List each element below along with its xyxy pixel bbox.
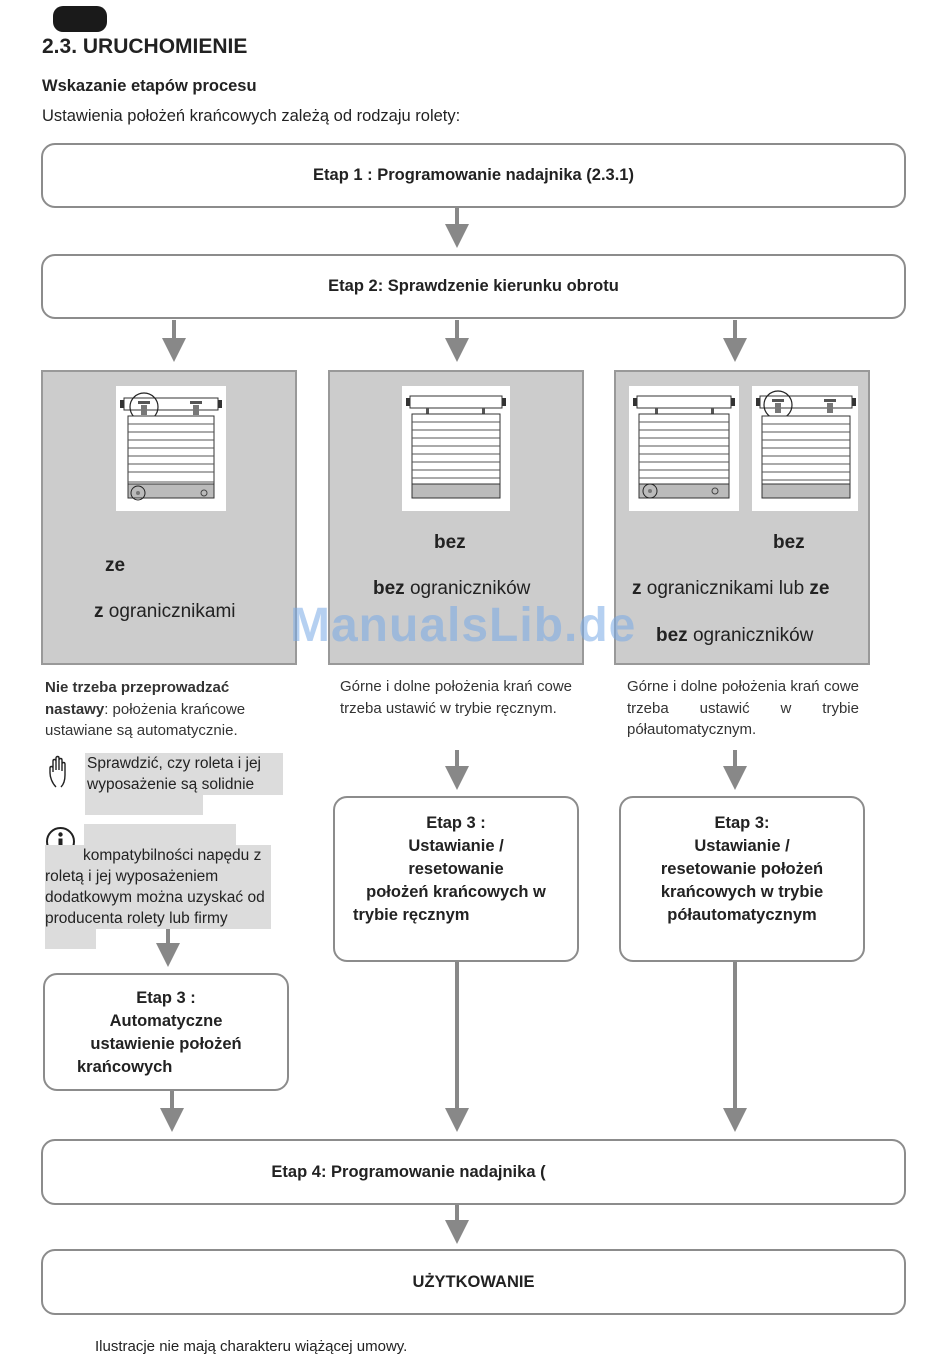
header-tab bbox=[53, 6, 107, 32]
roller-shutter-illustration bbox=[752, 386, 858, 511]
stage3-manual-line: położeń krańcowych w bbox=[366, 883, 546, 901]
stage3-auto-box: Etap 3 : Automatyczne ustawienie położeń… bbox=[43, 973, 289, 1091]
footer-note: Ilustracje nie mają charakteru wiążącej … bbox=[95, 1338, 408, 1355]
roller-shutter-illustration bbox=[402, 386, 510, 511]
stage3-auto-line: krańcowych bbox=[77, 1058, 173, 1076]
stage3-semiauto-line: krańcowych w trybie bbox=[660, 883, 824, 901]
stage3-auto-line: Automatyczne bbox=[109, 1012, 223, 1030]
panel-with-stops: ze z ogranicznikami bbox=[41, 370, 297, 665]
roller-shutter-illustration bbox=[116, 386, 226, 511]
stage3-manual-line: trybie ręcznym bbox=[353, 906, 470, 924]
watermark: ManualsLib.de bbox=[290, 599, 637, 652]
roller-shutter-illustration bbox=[629, 386, 739, 511]
hand-icon bbox=[47, 755, 77, 789]
highlight-bar bbox=[85, 795, 203, 815]
col3-description: Górne i dolne położenia krań cowe trzeba… bbox=[627, 678, 859, 738]
page-title: 2.3. URUCHOMIENIE bbox=[42, 35, 248, 58]
col3-label-line1: bez bbox=[773, 532, 805, 553]
col1-label-line2: z ogranicznikami bbox=[94, 601, 236, 622]
stage3-semiauto-line: Ustawianie / bbox=[694, 837, 790, 855]
stage2-box: Etap 2: Sprawdzenie kierunku obrotu bbox=[41, 254, 906, 319]
intro-text: Ustawienia położeń krańcowych zależą od … bbox=[42, 107, 461, 125]
col2-label-line1: bez bbox=[434, 532, 466, 553]
col2-description: Górne i dolne położenia krań cowe trzeba… bbox=[340, 678, 572, 717]
col1-label-line1: ze bbox=[105, 555, 126, 576]
stage3-manual-box: Etap 3 : Ustawianie / resetowanie położe… bbox=[333, 796, 579, 962]
stage3-semiauto-line: półautomatycznym bbox=[667, 906, 817, 924]
panel-semi-auto: bez z ogranicznikami lub ze bez ogranicz… bbox=[614, 370, 870, 665]
stage3-auto-line: ustawienie położeń bbox=[90, 1035, 242, 1053]
stage4-box: Etap 4: Programowanie nadajnika ( bbox=[41, 1139, 906, 1205]
stage1-label: Etap 1 : Programowanie nadajnika (2.3.1) bbox=[313, 166, 634, 184]
col3-label-line3: bez ograniczników bbox=[656, 625, 814, 646]
col1-description: Nie trzeba przeprowadzać nastawy: położe… bbox=[45, 679, 246, 739]
stage3-manual-line: resetowanie bbox=[408, 860, 504, 878]
stage3-auto-line: Etap 3 : bbox=[136, 989, 196, 1007]
stage3-manual-line: Ustawianie / bbox=[408, 837, 504, 855]
stage3-semiauto-line: Etap 3: bbox=[714, 814, 770, 832]
info-note: kompatybilności napędu z roletą i jej wy… bbox=[45, 845, 271, 929]
col2-label-line2: bez ograniczników bbox=[373, 578, 531, 599]
highlight-bar bbox=[84, 824, 236, 846]
stage2-label: Etap 2: Sprawdzenie kierunku obrotu bbox=[328, 277, 619, 295]
stage3-semiauto-box: Etap 3: Ustawianie / resetowanie położeń… bbox=[619, 796, 865, 962]
stage3-manual-line: Etap 3 : bbox=[426, 814, 486, 832]
usage-box: UŻYTKOWANIE bbox=[41, 1249, 906, 1315]
highlight-bar bbox=[45, 929, 96, 949]
usage-label: UŻYTKOWANIE bbox=[412, 1272, 535, 1291]
stage3-semiauto-line: resetowanie położeń bbox=[660, 860, 824, 878]
stage1-box: Etap 1 : Programowanie nadajnika (2.3.1) bbox=[41, 143, 906, 208]
panel-without-stops: bez bez ograniczników bbox=[328, 370, 584, 665]
subtitle: Wskazanie etapów procesu bbox=[42, 77, 257, 95]
col3-label-line2: z ogranicznikami lub ze bbox=[632, 578, 830, 599]
stage4-label: Etap 4: Programowanie nadajnika ( bbox=[271, 1162, 546, 1181]
hand-note: Sprawdzić, czy roleta i jej wyposażenie … bbox=[85, 753, 283, 795]
